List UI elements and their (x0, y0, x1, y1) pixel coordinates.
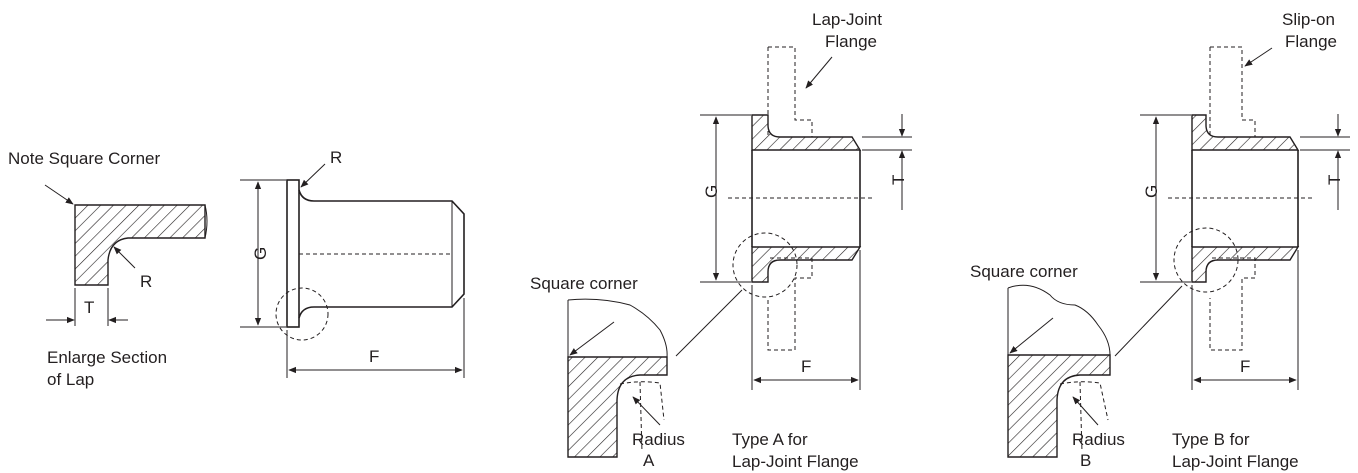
type-a-detail-flange-dashed (619, 357, 668, 453)
enlarge-section-label-line1: Enlarge Section (47, 348, 167, 367)
slip-on-flange-label-line2: Flange (1285, 32, 1337, 51)
type-b-caption-line2: Lap-Joint Flange (1172, 452, 1299, 471)
r-stub-label: R (330, 148, 342, 167)
stub-detail-circle (275, 287, 329, 341)
square-corner-a-arrow (569, 321, 615, 356)
type-b-upper-wall (1191, 114, 1300, 151)
t-small-label: T (84, 298, 94, 317)
type-b-lower-wall (1191, 246, 1300, 283)
type-b-detail-leader (1114, 285, 1183, 357)
radius-a-letter: A (643, 451, 655, 470)
type-b-f-label: F (1240, 357, 1250, 376)
r-small-label: R (140, 272, 152, 291)
lap-joint-flange-label-line2: Flange (825, 32, 877, 51)
radius-b-letter: B (1080, 451, 1091, 470)
radius-b-label: Radius (1072, 430, 1125, 449)
type-b-detail-flange-dashed (1059, 355, 1111, 453)
type-b-caption-line1: Type B for (1172, 430, 1250, 449)
type-a-t-label: T (889, 175, 908, 185)
stub-lap-face (286, 179, 300, 328)
type-a-detail-breakline (567, 298, 668, 358)
slip-on-flange-leader-arrow (1244, 47, 1273, 67)
g-stub-label: G (251, 247, 270, 260)
lap-joint-flange-leader-arrow (805, 56, 833, 89)
type-a-f-label: F (801, 357, 811, 376)
type-a-upper-wall (751, 114, 862, 151)
type-a-caption-line1: Type A for (732, 430, 808, 449)
lap-joint-flange-top-dashed (767, 46, 813, 137)
radius-b-arrow (1072, 396, 1099, 426)
type-b-g-label: G (1142, 185, 1161, 198)
lap-hatched-section (74, 204, 206, 286)
type-a-assembly (567, 46, 912, 458)
type-a-lower-wall (751, 246, 862, 283)
note-corner-leader-arrow (44, 184, 74, 205)
radius-a-label: Radius (632, 430, 685, 449)
enlarged-lap-section (44, 184, 208, 326)
type-a-g-label: G (702, 185, 721, 198)
f-stub-label: F (369, 347, 379, 366)
radius-a-arrow (632, 396, 661, 426)
stub-barrel-outline (298, 189, 465, 319)
square-corner-b-label: Square corner (970, 262, 1078, 281)
type-b-assembly (1007, 46, 1350, 458)
type-b-detail-breakline (1007, 284, 1111, 356)
lap-joint-flange-label-line1: Lap-Joint (812, 10, 882, 29)
type-a-detail-leader (675, 289, 743, 357)
type-a-caption-line2: Lap-Joint Flange (732, 452, 859, 471)
slip-on-flange-bottom-dashed (1209, 257, 1256, 351)
square-corner-b-arrow (1009, 317, 1054, 354)
type-b-t-label: T (1325, 175, 1344, 185)
r-small-leader-arrow (113, 246, 136, 269)
lap-break-line (204, 204, 208, 239)
note-square-corner-label: Note Square Corner (8, 149, 160, 168)
r-stub-leader-arrow (300, 163, 326, 188)
slip-on-flange-label-line1: Slip-on (1282, 10, 1335, 29)
square-corner-a-label: Square corner (530, 274, 638, 293)
type-b-detail-hatched (1007, 354, 1111, 458)
lap-joint-flange-bottom-dashed (767, 257, 813, 351)
type-b-detail-circle (1173, 227, 1239, 293)
enlarge-section-label-line2: of Lap (47, 370, 94, 389)
type-a-detail-hatched (567, 356, 668, 458)
stub-end-view (240, 163, 465, 378)
slip-on-flange-top-dashed (1209, 46, 1256, 137)
type-a-detail-circle (732, 232, 798, 298)
